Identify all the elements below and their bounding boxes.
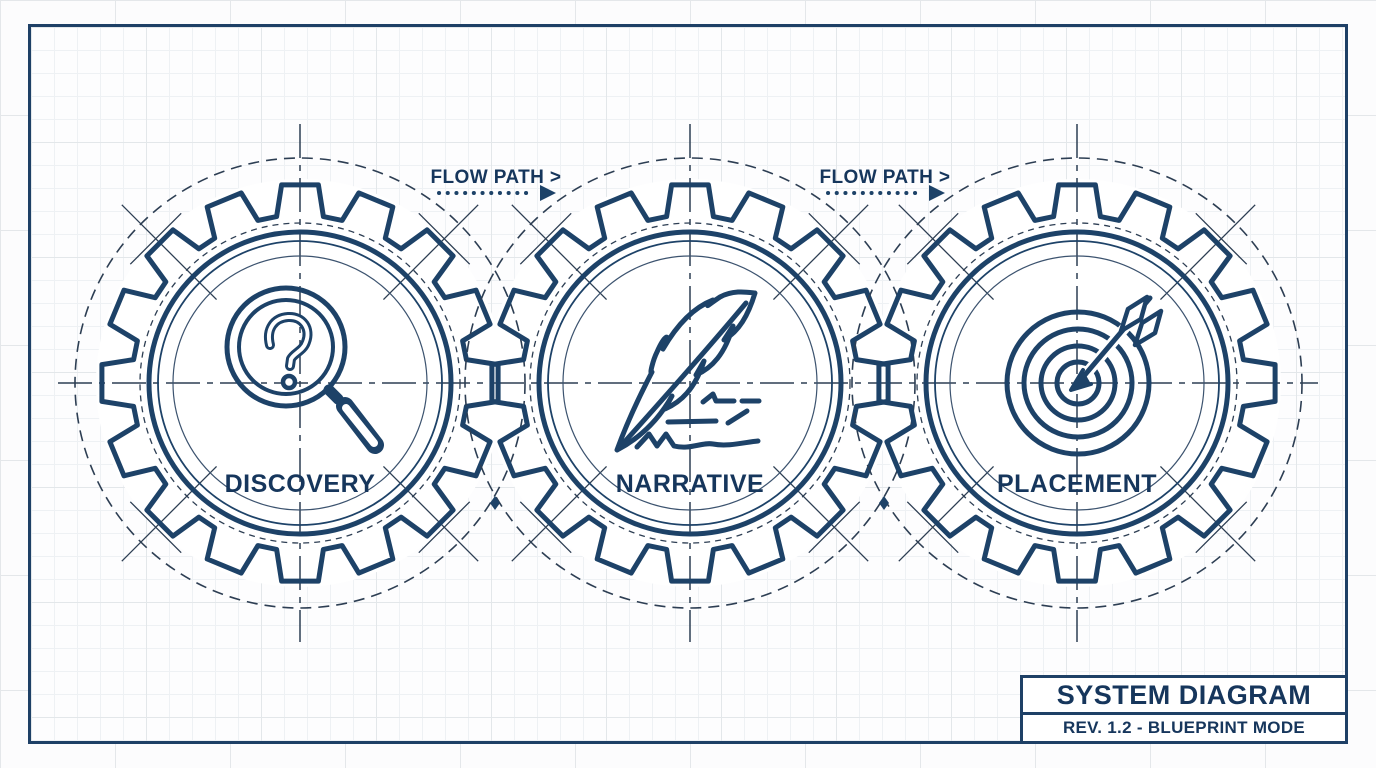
gear-2 <box>464 124 916 642</box>
diagonal-tick <box>129 501 182 554</box>
title-block: SYSTEM DIAGRAM REV. 1.2 - BLUEPRINT MODE <box>1020 675 1348 744</box>
diagonal-construction-line <box>382 204 479 301</box>
diagonal-construction-line <box>511 204 608 301</box>
rim-circle-thin <box>934 240 1220 526</box>
diagonal-tick <box>519 501 572 554</box>
diagonal-construction-line <box>382 465 479 562</box>
inner-reference-circle <box>562 255 818 511</box>
mesh-point-marker <box>490 496 500 510</box>
diagonal-tick <box>1195 501 1248 554</box>
rim-circle-thin <box>547 240 833 526</box>
diagonal-tick <box>1195 212 1248 265</box>
magnifier-question-icon <box>224 285 384 454</box>
flow-path-1: FLOW PATH > <box>431 167 562 201</box>
diagonal-construction-line <box>772 465 869 562</box>
rim-circle-thick <box>536 229 844 537</box>
rim-circle-thick <box>146 229 454 537</box>
diagonal-construction-line <box>121 465 218 562</box>
diagonal-construction-line <box>772 204 869 301</box>
gear-outline <box>99 182 501 584</box>
gear-outline <box>489 182 891 584</box>
inner-reference-circle <box>949 255 1205 511</box>
diagonal-tick <box>519 212 572 265</box>
pitch-circle-dashed <box>74 157 526 609</box>
flow-path-1-label: FLOW PATH > <box>431 167 562 188</box>
diagonal-tick <box>808 212 861 265</box>
pitch-circle-dashed <box>464 157 916 609</box>
diagonal-tick <box>129 212 182 265</box>
title-block-revision: REV. 1.2 - BLUEPRINT MODE <box>1062 718 1306 738</box>
diagonal-construction-line <box>511 465 608 562</box>
gear-label-narrative: NARRATIVE <box>616 470 764 498</box>
rim-circle-thick <box>923 229 1231 537</box>
flow-path-2-label: FLOW PATH > <box>820 167 951 188</box>
diagonal-construction-line <box>1159 204 1256 301</box>
diagonal-construction-line <box>121 204 218 301</box>
flow-path-2: FLOW PATH > <box>820 167 951 201</box>
gear-3 <box>851 124 1303 642</box>
mesh-point-marker <box>879 496 889 510</box>
title-block-title: SYSTEM DIAGRAM <box>1023 678 1345 716</box>
target-arrow-icon <box>1004 292 1164 457</box>
diagonal-tick <box>418 212 471 265</box>
diagonal-construction-line <box>898 465 995 562</box>
diagonal-construction-line <box>898 204 995 301</box>
gear-outline <box>876 182 1278 584</box>
gear-label-placement: PLACEMENT <box>997 470 1157 498</box>
gear-linework <box>58 124 1318 642</box>
rim-circle-thin <box>157 240 443 526</box>
root-circle-dashed <box>139 222 461 544</box>
gear-1 <box>74 124 526 642</box>
root-circle-dashed <box>916 222 1238 544</box>
diagonal-tick <box>906 501 959 554</box>
diagonal-construction-line <box>1159 465 1256 562</box>
diagonal-tick <box>808 501 861 554</box>
flow-path-2-arrowhead-icon <box>929 185 945 201</box>
diagonal-tick <box>906 212 959 265</box>
root-circle-dashed <box>529 222 851 544</box>
inner-reference-circle <box>172 255 428 511</box>
diagonal-tick <box>418 501 471 554</box>
gear-label-discovery: DISCOVERY <box>225 470 376 498</box>
pitch-circle-dashed <box>851 157 1303 609</box>
flow-path-1-arrowhead-icon <box>540 185 556 201</box>
quill-pen-icon <box>614 289 762 453</box>
